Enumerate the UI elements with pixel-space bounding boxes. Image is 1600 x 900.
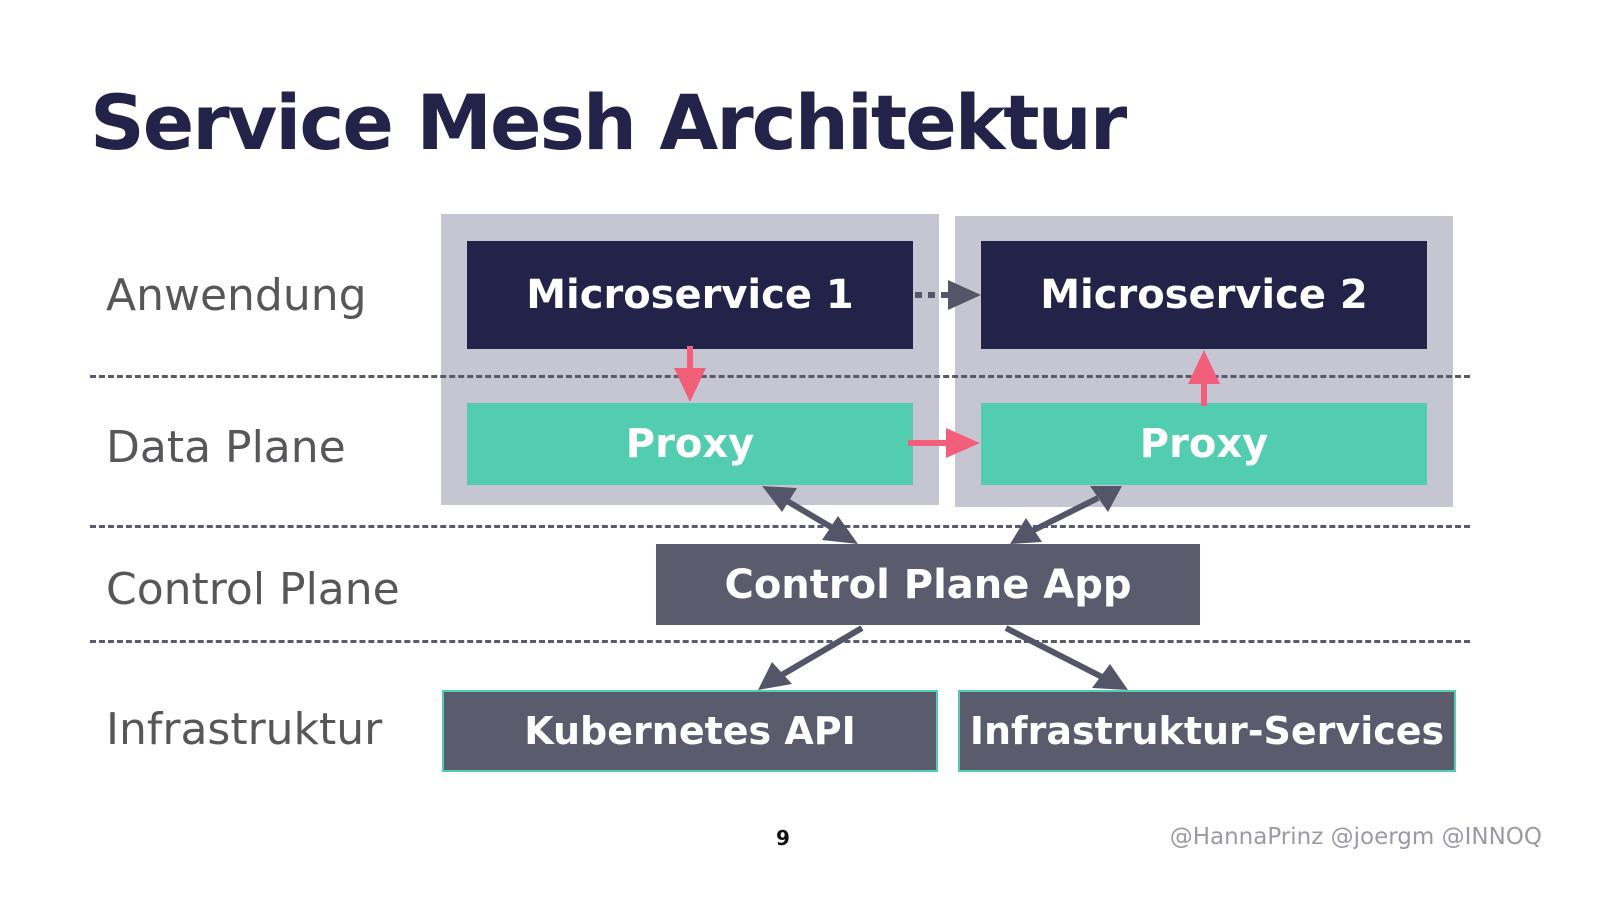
kubernetes-api-label: Kubernetes API (524, 709, 856, 753)
microservice-1-label: Microservice 1 (526, 272, 854, 318)
microservice-1-box[interactable]: Microservice 1 (467, 241, 913, 349)
control-plane-app-box[interactable]: Control Plane App (656, 544, 1200, 625)
divider-application-data-plane (90, 375, 1470, 378)
arrow-control-plane-to-kubernetes (758, 625, 864, 690)
microservice-2-label: Microservice 2 (1040, 272, 1368, 318)
proxy-1-box[interactable]: Proxy (467, 403, 913, 485)
proxy-2-box[interactable]: Proxy (981, 403, 1427, 485)
microservice-2-box[interactable]: Microservice 2 (981, 241, 1427, 349)
proxy-1-label: Proxy (625, 421, 755, 467)
kubernetes-api-box[interactable]: Kubernetes API (442, 690, 938, 772)
control-plane-app-label: Control Plane App (724, 561, 1132, 608)
layer-label-application: Anwendung (106, 270, 367, 321)
arrow-control-plane-to-infra-services (1004, 625, 1128, 690)
layer-label-control-plane: Control Plane (106, 564, 400, 615)
page-number: 9 (776, 826, 790, 850)
layer-label-data-plane: Data Plane (106, 422, 346, 473)
divider-control-plane-infrastructure (90, 640, 1470, 643)
divider-data-plane-control-plane (90, 525, 1470, 528)
layer-label-infrastructure: Infrastruktur (106, 704, 383, 755)
infrastructure-services-label: Infrastruktur-Services (969, 709, 1445, 753)
page-title: Service Mesh Architektur (90, 78, 1127, 167)
footer-credits: @HannaPrinz @joergm @INNOQ (1169, 824, 1542, 850)
proxy-2-label: Proxy (1139, 421, 1269, 467)
infrastructure-services-box[interactable]: Infrastruktur-Services (958, 690, 1456, 772)
